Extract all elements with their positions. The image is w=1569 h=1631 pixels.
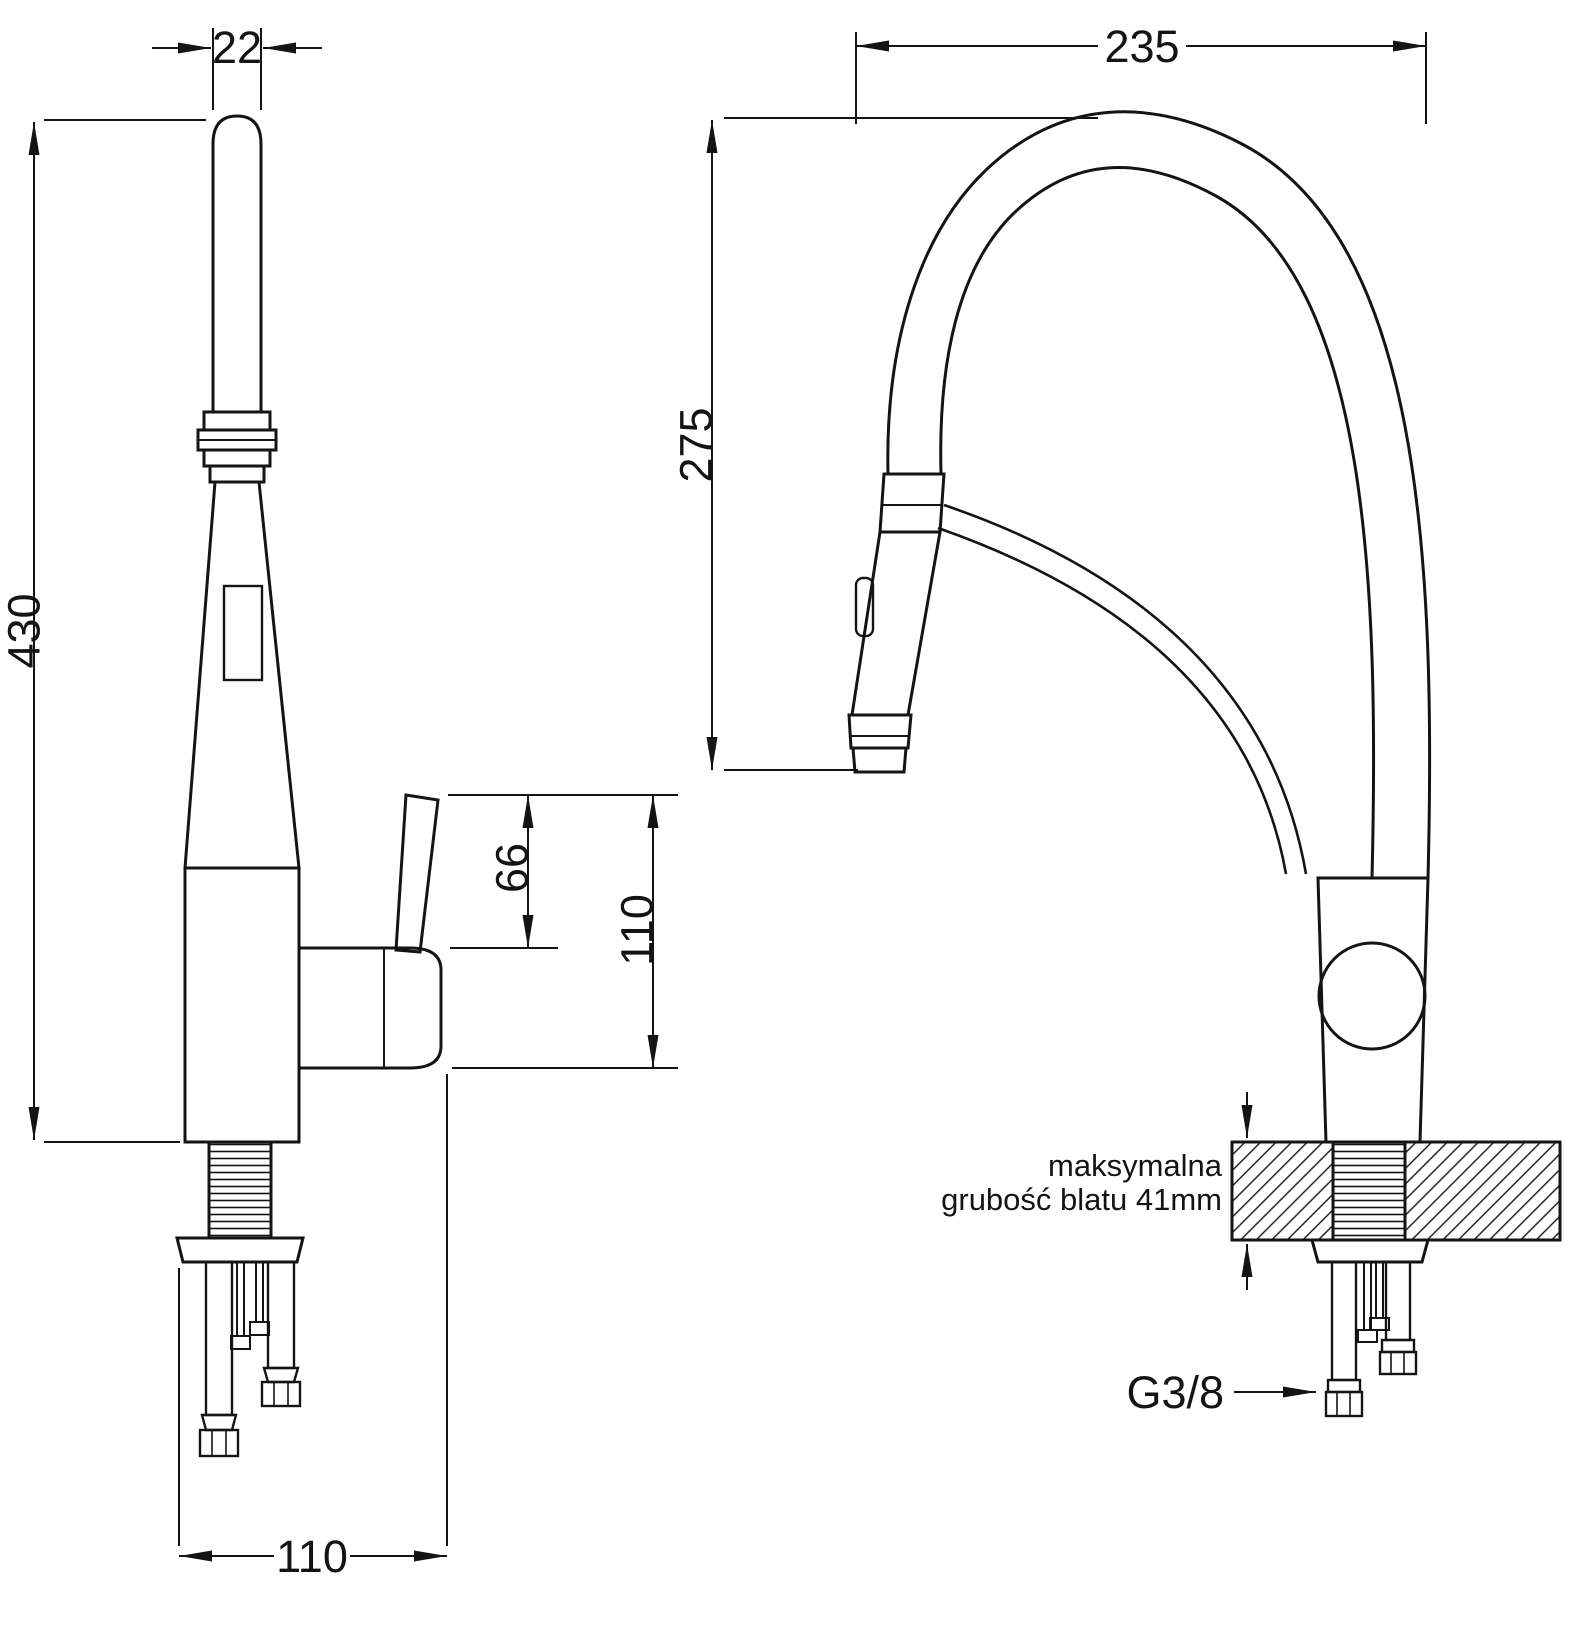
label-base-depth: 110 xyxy=(276,1531,348,1582)
spout-curve-inner xyxy=(939,166,1376,879)
mounting-stud-4-nut xyxy=(1369,1317,1390,1331)
handle-knob xyxy=(1317,941,1427,1051)
spray-button xyxy=(854,576,875,638)
mounting-stud-2 xyxy=(255,1261,264,1323)
base-flange xyxy=(175,1236,305,1264)
countertop-hatch-left xyxy=(1232,1142,1333,1240)
countertop-hatch-right xyxy=(1405,1142,1560,1240)
label-counter-note-line2: grubość blatu 41mm xyxy=(941,1182,1222,1217)
supply-hose-1 xyxy=(204,1260,234,1417)
supply-hose-1-taper xyxy=(200,1413,238,1432)
dimension-lines xyxy=(28,28,1427,1562)
mounting-stud-3-nut xyxy=(1357,1329,1378,1343)
handle-lever xyxy=(394,793,440,954)
label-spout-reach: 235 xyxy=(1104,21,1179,72)
spray-outlet xyxy=(847,713,913,750)
spray-nozzle xyxy=(851,746,908,774)
supply-hose-3-taper xyxy=(1326,1378,1362,1394)
mounting-stud-2-nut xyxy=(249,1321,270,1336)
side-view xyxy=(175,114,443,1458)
spout-curve-outer xyxy=(886,110,1432,879)
mounting-stud-1-nut xyxy=(230,1335,251,1350)
supply-hose-2-nut xyxy=(260,1380,302,1408)
label-counter-note-line1: maksymalna xyxy=(1048,1148,1223,1183)
faucet-body-front xyxy=(1316,876,1430,1144)
threaded-shank-front xyxy=(1331,1140,1407,1242)
spray-collar xyxy=(878,472,946,534)
faucet-body xyxy=(183,866,301,1144)
supply-hose-2-taper xyxy=(262,1366,300,1384)
supply-hose-4-nut xyxy=(1378,1350,1418,1376)
label-spout-height: 275 xyxy=(671,407,722,482)
label-handle-height: 110 xyxy=(612,894,663,966)
threaded-shank xyxy=(207,1140,273,1240)
mounting-stud-4 xyxy=(1375,1261,1384,1319)
supply-hose-4-taper xyxy=(1380,1338,1416,1354)
spray-body xyxy=(850,530,942,717)
spout-collar-1 xyxy=(202,410,272,432)
label-lever-height: 66 xyxy=(487,843,538,893)
spout-collar-3 xyxy=(202,448,272,468)
spout-collar-4 xyxy=(208,464,266,484)
supply-hose-2 xyxy=(266,1260,296,1370)
handle-housing xyxy=(299,946,443,1070)
label-total-height: 430 xyxy=(0,593,50,668)
base-flange-front xyxy=(1310,1238,1430,1264)
hose-curve-a xyxy=(943,503,1308,875)
spray-head-cone xyxy=(183,480,301,870)
supply-hose-1-nut xyxy=(198,1428,240,1458)
mounting-stud-1 xyxy=(236,1261,245,1337)
front-view xyxy=(847,110,1562,1418)
label-thread-size: G3/8 xyxy=(1126,1367,1224,1418)
supply-hose-3 xyxy=(1330,1260,1358,1382)
supply-hose-3-nut xyxy=(1324,1390,1364,1418)
dimension-labels: 22 430 66 110 110 235 275 maksymalna gru… xyxy=(0,21,1224,1582)
spray-head-plate xyxy=(222,584,264,682)
spout-tube xyxy=(211,114,263,412)
label-spout-width: 22 xyxy=(212,22,262,73)
hose-curve-b xyxy=(937,526,1288,875)
